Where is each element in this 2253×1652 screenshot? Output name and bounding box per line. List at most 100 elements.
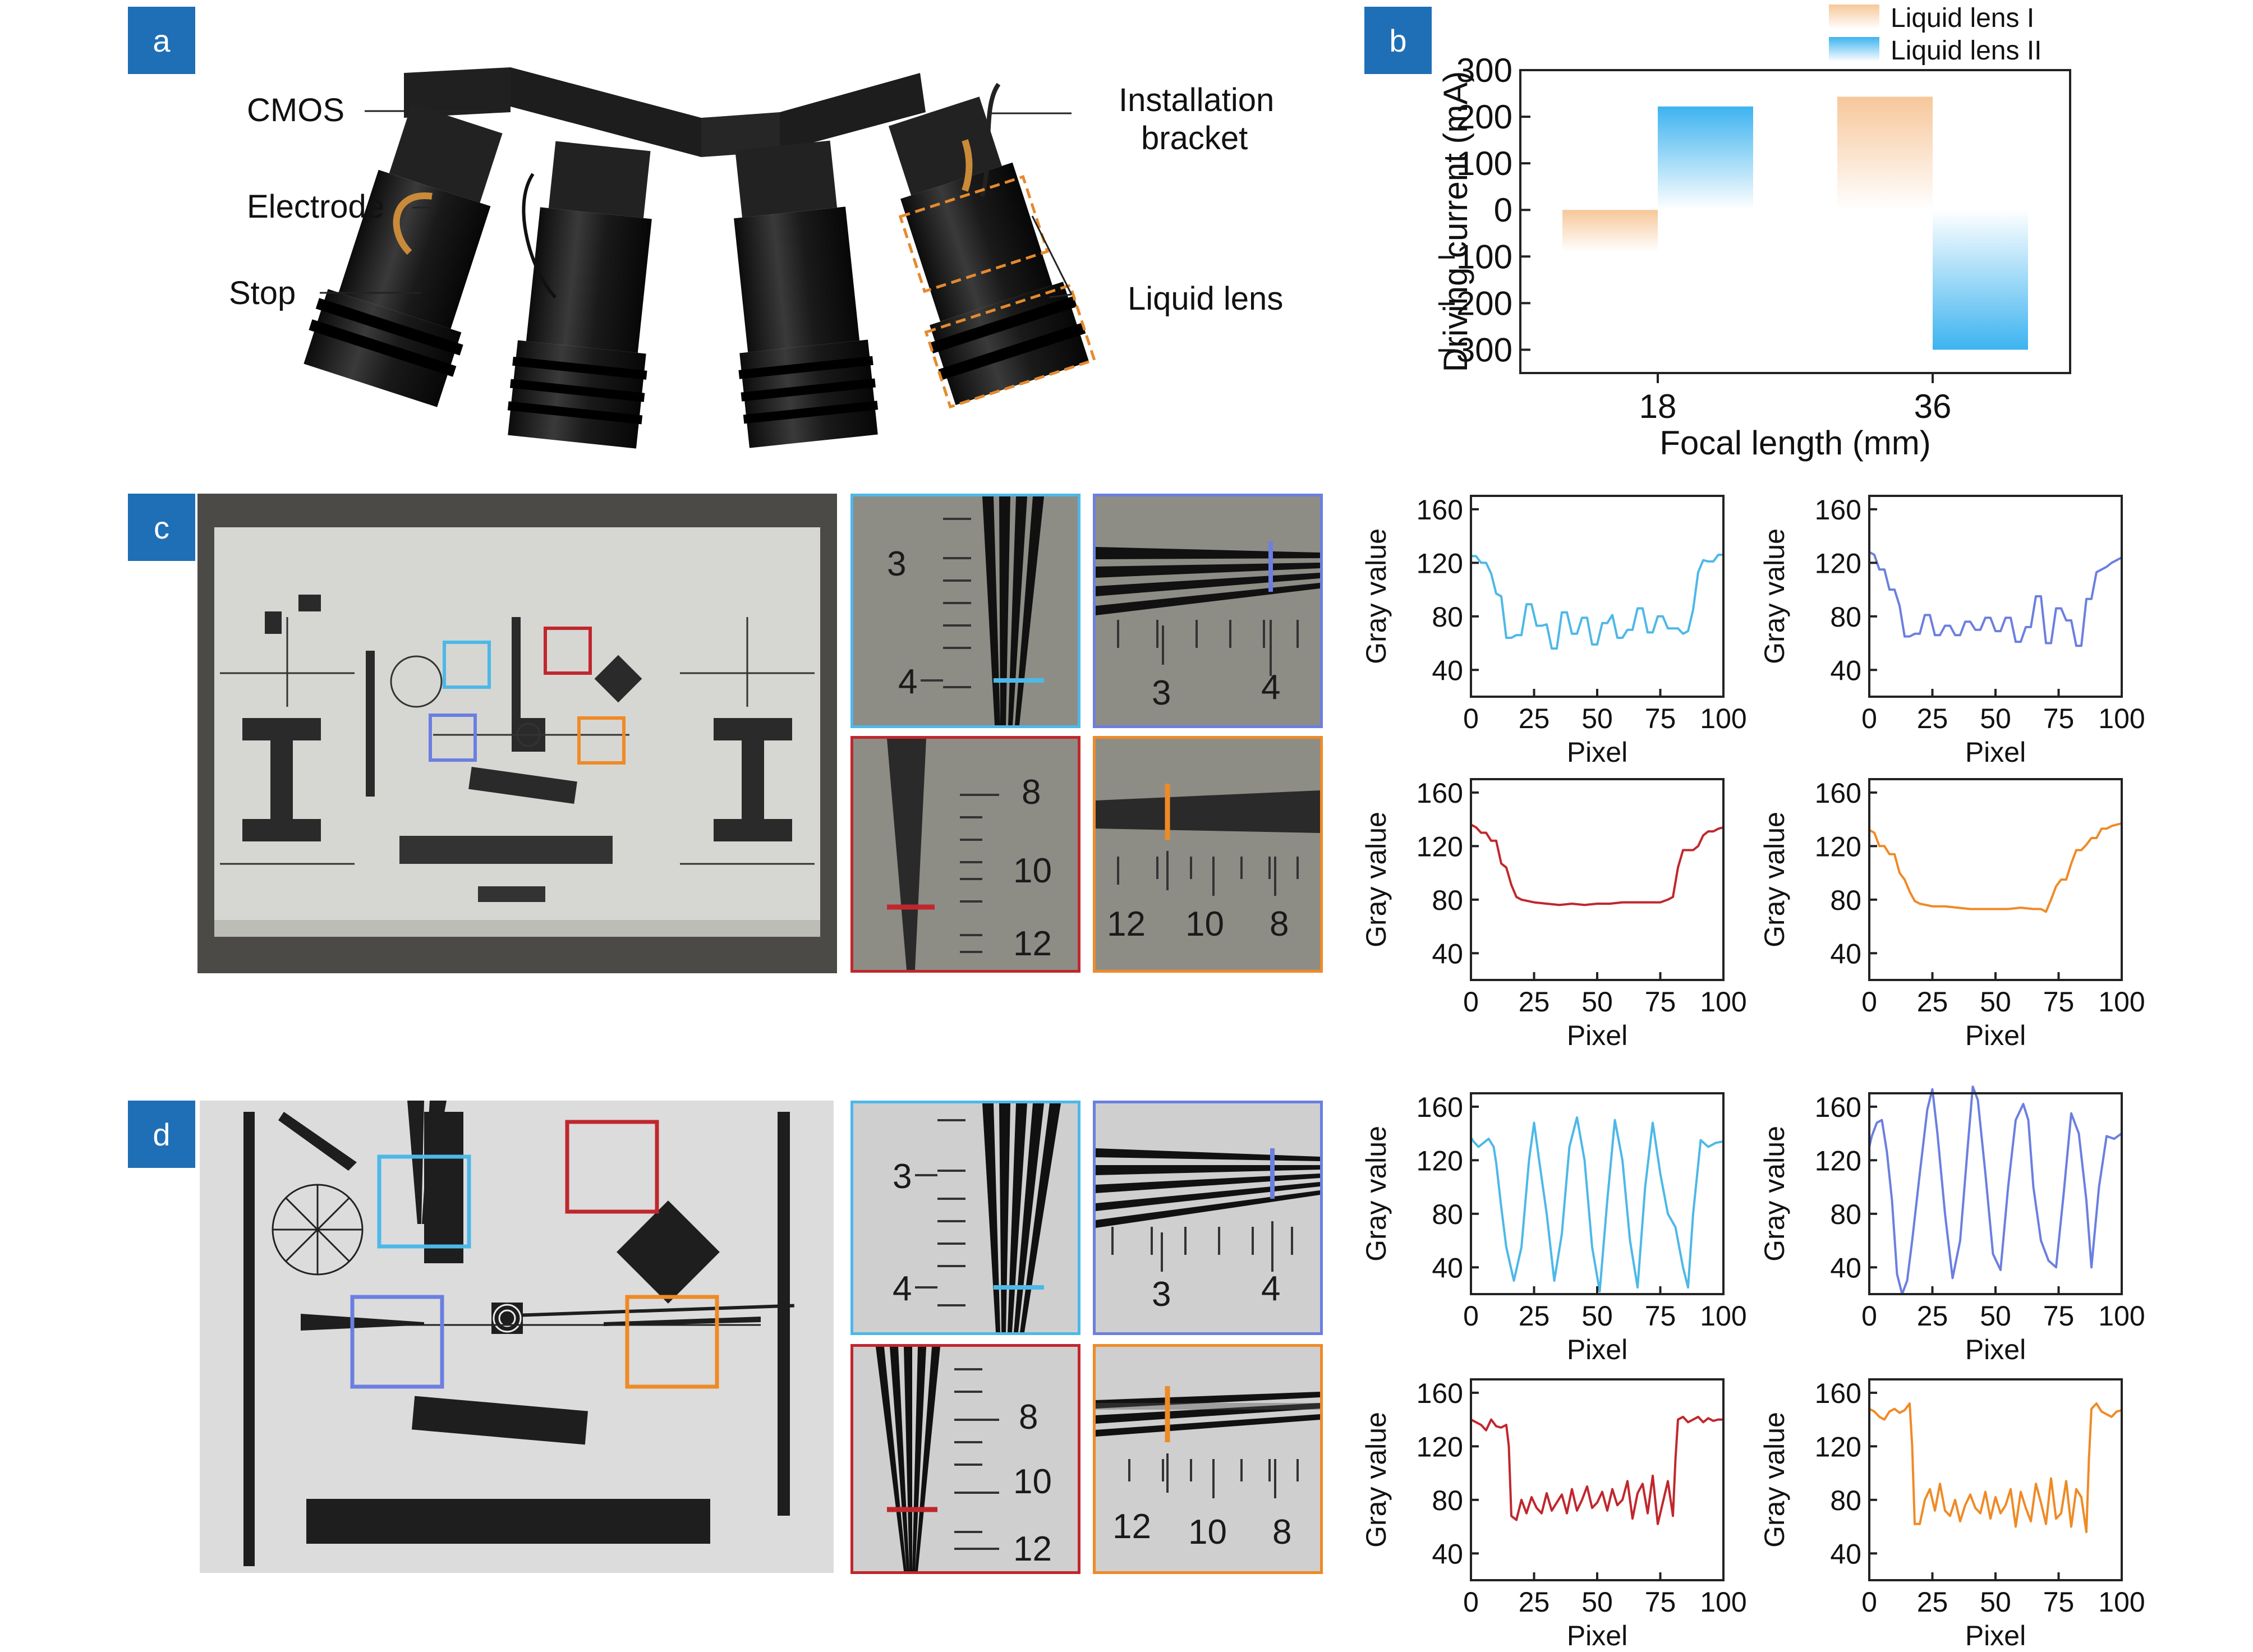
- xtick-label-100: 100: [2098, 1586, 2145, 1618]
- ytick-label-40: 40: [1830, 655, 1861, 686]
- legend-swatch-1: [1829, 37, 1879, 62]
- ytick-label-80: 80: [1830, 601, 1861, 633]
- legend-label-0: Liquid lens I: [1891, 3, 2034, 33]
- ytick-label-80: 80: [1432, 1199, 1463, 1230]
- inset-c-red: 8 10 12: [850, 736, 1080, 973]
- inset-c-cyan: 3 4: [850, 494, 1080, 728]
- xtick-label-75: 75: [1645, 703, 1676, 734]
- panel-b-badge: b: [1364, 7, 1432, 74]
- ytick-label-160: 160: [1417, 1092, 1463, 1123]
- xtick-label-25: 25: [1917, 1300, 1948, 1332]
- series-line-c-orange: [1869, 822, 2122, 913]
- xtick-label-75: 75: [1645, 986, 1676, 1018]
- xlabel-c-orange: Pixel: [1965, 1020, 2026, 1051]
- plot-frame-d-orange: [1868, 1378, 2123, 1581]
- inset-d-red-label-8: 8: [1019, 1398, 1038, 1437]
- xtick-label-25: 25: [1917, 703, 1948, 734]
- ylabel-d-cyan: Gray value: [1360, 1126, 1392, 1262]
- inset-c-red-label-12: 12: [1013, 924, 1052, 963]
- inset-d-cyan-label-4: 4: [893, 1269, 912, 1308]
- ytick-label-160: 160: [1417, 1378, 1463, 1409]
- plot-frame: [1519, 69, 2071, 374]
- xtick-label-50: 50: [1980, 703, 2011, 734]
- ytick-label-120: 120: [1815, 547, 1861, 579]
- xtick-label-25: 25: [1519, 1300, 1550, 1332]
- xtick-label-50: 50: [1581, 703, 1613, 734]
- ytick-label-80: 80: [1830, 885, 1861, 916]
- ytick-label-120: 120: [1815, 831, 1861, 862]
- xtick-label-25: 25: [1519, 1586, 1550, 1618]
- bar-Liquid-lens-I-18: [1562, 210, 1658, 252]
- xlabel-d-orange: Pixel: [1965, 1620, 2026, 1651]
- series-line-d-blue: [1868, 1085, 2123, 1295]
- inset-c-orange-label-12: 12: [1107, 905, 1146, 944]
- series-line-d-red: [1470, 1415, 1723, 1525]
- xtick-label-0: 0: [1463, 1300, 1479, 1332]
- xtick-label-0: 0: [1463, 1586, 1479, 1618]
- xtick-label-50: 50: [1581, 986, 1613, 1018]
- ytick-label-160: 160: [1815, 1378, 1861, 1409]
- label-bracket: bracket: [1141, 120, 1248, 157]
- resolution-chart-photo-c: [197, 494, 837, 973]
- label-cmos: CMOS: [247, 92, 344, 128]
- ytick-label-80: 80: [1432, 885, 1463, 916]
- ylabel-c-blue: Gray value: [1759, 528, 1790, 664]
- resolution-chart-photo-d: [200, 1101, 834, 1573]
- xtick-label-0: 0: [1861, 1300, 1877, 1332]
- bar-Liquid-lens-I-36: [1837, 96, 1933, 210]
- xtick-label-75: 75: [1645, 1300, 1676, 1332]
- ytick-label-80: 80: [1432, 601, 1463, 633]
- ytick-label--300: −300: [1437, 331, 1512, 369]
- inset-c-blue: 3 4: [1093, 494, 1323, 728]
- ylabel-c-orange: Gray value: [1759, 812, 1790, 947]
- xtick-label-100: 100: [1700, 703, 1746, 734]
- inset-d-cyan: 3 4: [850, 1101, 1080, 1335]
- ytick-label-120: 120: [1417, 831, 1463, 862]
- series-line-c-cyan: [1471, 554, 1723, 650]
- inset-c-cyan-label-4: 4: [898, 662, 918, 701]
- panel-d-badge: d: [128, 1101, 195, 1168]
- inset-d-cyan-label-3: 3: [893, 1157, 912, 1196]
- series-line-d-orange: [1869, 1402, 2122, 1534]
- xtick-label-0: 0: [1861, 986, 1877, 1018]
- plot-frame-c-blue: [1868, 495, 2123, 698]
- ytick-label-80: 80: [1830, 1199, 1861, 1230]
- ytick-label-200: 200: [1456, 98, 1512, 136]
- inset-d-orange: 12 10 8: [1093, 1344, 1323, 1574]
- plot-frame-d-blue: [1868, 1092, 2123, 1295]
- xlabel-c-blue: Pixel: [1965, 737, 2026, 768]
- ytick-label-40: 40: [1830, 1538, 1861, 1570]
- xtick-label-50: 50: [1581, 1586, 1613, 1618]
- inset-c-blue-label-4: 4: [1261, 668, 1281, 707]
- xlabel-d-cyan: Pixel: [1567, 1334, 1627, 1365]
- inset-c-red-label-10: 10: [1013, 852, 1052, 890]
- ytick-label-120: 120: [1417, 1431, 1463, 1462]
- series-line-c-red: [1470, 823, 1724, 906]
- ytick-label-160: 160: [1417, 494, 1463, 526]
- ytick-label--200: −200: [1437, 284, 1512, 322]
- xtick-label-75: 75: [1645, 1586, 1676, 1618]
- inset-c-red-label-8: 8: [1022, 773, 1041, 812]
- ytick-label-0: 0: [1494, 191, 1512, 229]
- ytick-label-300: 300: [1456, 52, 1512, 89]
- inset-d-blue-label-4: 4: [1261, 1269, 1281, 1308]
- series-line-c-blue: [1869, 551, 2122, 647]
- xtick-label-100: 100: [2098, 986, 2145, 1018]
- ytick-label--100: −100: [1437, 238, 1512, 275]
- ytick-label-120: 120: [1417, 547, 1463, 579]
- ytick-label-40: 40: [1432, 1252, 1463, 1283]
- inset-d-orange-label-10: 10: [1188, 1513, 1227, 1552]
- xtick-label-0: 0: [1861, 1586, 1877, 1618]
- xtick-label-0: 0: [1463, 986, 1479, 1018]
- ytick-label-40: 40: [1432, 655, 1463, 686]
- xtick-label-75: 75: [2043, 1586, 2075, 1618]
- xtick-label-25: 25: [1917, 1586, 1948, 1618]
- ylabel-d-orange: Gray value: [1759, 1412, 1790, 1548]
- xtick-label-50: 50: [1581, 1300, 1613, 1332]
